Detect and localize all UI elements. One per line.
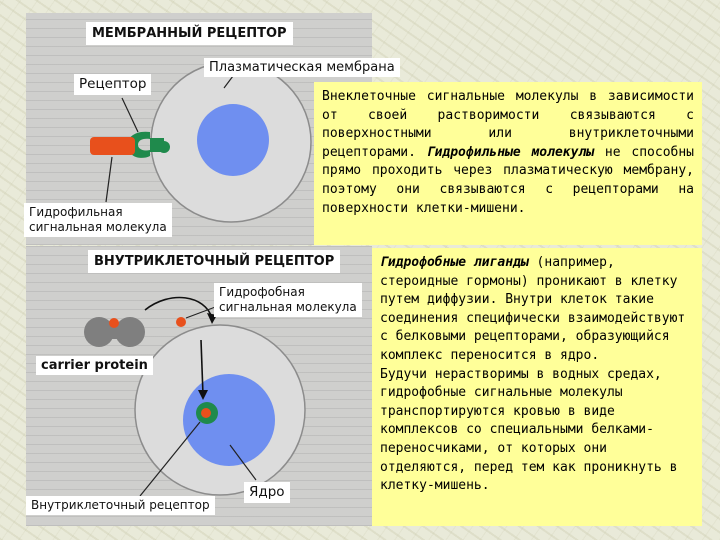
receptor-leader-line-bottom [139, 421, 201, 497]
nucleus-label: Ядро [244, 482, 290, 503]
bottom-text-part2: Будучи нерастворимы в водных средах, гид… [380, 366, 678, 494]
bottom-description-box: Гидрофобные лиганды (например, стероидны… [372, 248, 702, 526]
hydrophobic-molecule-label: Гидрофобная сигнальная молекула [214, 283, 362, 317]
intracellular-receptor-title: ВНУТРИКЛЕТОЧНЫЙ РЕЦЕПТОР [88, 250, 341, 273]
top-text-part1: Внеклеточные сигнальные молекулы в завис… [322, 89, 694, 160]
entry-arrow [200, 339, 204, 396]
bottom-text-emphasis: Гидрофобные лиганды [380, 255, 529, 270]
carrier-protein-shape [84, 317, 145, 347]
membrane-receptor-title: МЕМБРАННЫЙ РЕЦЕПТОР [86, 22, 293, 45]
hydrophobic-label-line2: сигнальная молекула [219, 300, 357, 314]
hydrophilic-ligand-shape [90, 137, 135, 155]
top-text-emphasis: Гидрофильные молекулы [426, 144, 595, 160]
hydrophilic-label-line1: Гидрофильная [29, 205, 123, 219]
hydrophobic-leader-line [185, 305, 219, 319]
bottom-text-part1: (например, стероидные гормоны) проникают… [380, 255, 686, 363]
ligand-leader-line [105, 156, 113, 203]
top-text-part2: не способны прямо проходить через плазма… [322, 144, 695, 216]
plasma-membrane-label: Плазматическая мембрана [204, 58, 400, 77]
hydrophilic-molecule-label: Гидрофильная сигнальная молекула [24, 203, 172, 237]
nucleus-leader-line [229, 444, 257, 481]
carrier-protein-label: carrier protein [36, 356, 153, 375]
receptor-label: Рецептор [74, 74, 152, 95]
hydrophobic-label-line1: Гидрофобная [219, 285, 305, 299]
receptor-leader-line [121, 97, 139, 133]
hydrophilic-label-line2: сигнальная молекула [29, 220, 167, 234]
top-cell [150, 61, 312, 223]
hydrophobic-ligand-dot [176, 317, 186, 327]
diffusion-arrow [144, 296, 213, 319]
intracellular-receptor-label: Внутриклеточный рецептор [26, 496, 215, 515]
bottom-cell [134, 324, 306, 496]
top-description-box: Внеклеточные сигнальные молекулы в завис… [314, 82, 702, 245]
